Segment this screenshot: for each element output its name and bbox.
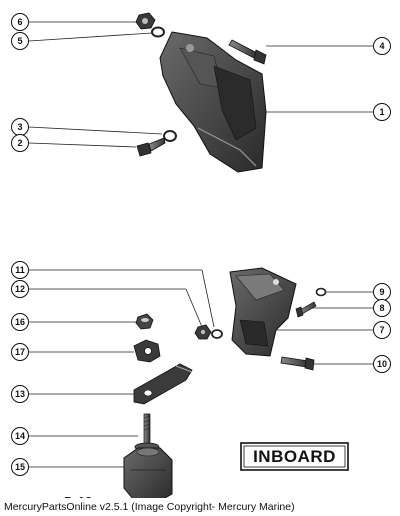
bolt-part-8 bbox=[295, 301, 317, 318]
callout-1-label: 1 bbox=[379, 107, 384, 117]
leader-lines-top bbox=[28, 21, 373, 148]
callout-group: 6 5 4 1 3 2 11 12 9 8 16 7 17 10 13 14 1… bbox=[11, 13, 391, 476]
mount-bracket-part-1 bbox=[159, 31, 267, 173]
callout-13-label: 13 bbox=[15, 389, 25, 399]
callout-6[interactable]: 6 bbox=[11, 13, 29, 31]
callout-12-label: 12 bbox=[15, 284, 25, 294]
callout-11[interactable]: 11 bbox=[11, 261, 29, 279]
washer-part-9 bbox=[315, 287, 327, 297]
washer-part-11 bbox=[211, 329, 223, 339]
callout-11-label: 11 bbox=[15, 265, 25, 275]
callout-5-label: 5 bbox=[17, 36, 22, 46]
nut-part-12 bbox=[194, 324, 212, 340]
callout-13[interactable]: 13 bbox=[11, 385, 29, 403]
link-part-13 bbox=[133, 363, 193, 405]
callout-4-label: 4 bbox=[379, 41, 384, 51]
callout-7[interactable]: 7 bbox=[373, 321, 391, 339]
washer-part-3 bbox=[163, 130, 177, 142]
callout-14-label: 14 bbox=[15, 431, 25, 441]
callout-8[interactable]: 8 bbox=[373, 299, 391, 317]
callout-3-label: 3 bbox=[17, 122, 22, 132]
bolt-part-10 bbox=[280, 356, 315, 371]
callout-7-label: 7 bbox=[379, 325, 384, 335]
callout-2-label: 2 bbox=[17, 138, 22, 148]
callout-10[interactable]: 10 bbox=[373, 355, 391, 373]
callout-1[interactable]: 1 bbox=[373, 103, 391, 121]
callout-4[interactable]: 4 bbox=[373, 37, 391, 55]
leader-lines-lower bbox=[29, 269, 373, 468]
callout-9-label: 9 bbox=[379, 287, 384, 297]
nut-part-6 bbox=[135, 12, 156, 30]
callout-8-label: 8 bbox=[379, 303, 384, 313]
callout-5[interactable]: 5 bbox=[11, 32, 29, 50]
nut-part-16 bbox=[135, 313, 154, 330]
washer-part-5 bbox=[151, 26, 165, 38]
footer-caption: MercuryPartsOnline v2.5.1 (Image Copyrig… bbox=[4, 501, 295, 513]
callout-17[interactable]: 17 bbox=[11, 343, 29, 361]
callout-10-label: 10 bbox=[377, 359, 387, 369]
callout-16[interactable]: 16 bbox=[11, 313, 29, 331]
callout-14[interactable]: 14 bbox=[11, 427, 29, 445]
bolt-part-4 bbox=[228, 39, 267, 65]
clamp-part-17 bbox=[133, 339, 161, 363]
rubber-mount-part-15 bbox=[123, 447, 173, 503]
callout-16-label: 16 bbox=[15, 317, 25, 327]
mount-bracket-part-7 bbox=[229, 267, 297, 357]
callout-3[interactable]: 3 bbox=[11, 118, 29, 136]
bolt-part-2 bbox=[136, 137, 166, 157]
badge-label: INBOARD bbox=[253, 447, 336, 466]
inboard-badge: INBOARD bbox=[240, 442, 349, 471]
stud-part-14 bbox=[134, 413, 160, 452]
callout-9[interactable]: 9 bbox=[373, 283, 391, 301]
callout-6-label: 6 bbox=[17, 17, 22, 27]
callout-2[interactable]: 2 bbox=[11, 134, 29, 152]
callout-17-label: 17 bbox=[15, 347, 25, 357]
callout-12[interactable]: 12 bbox=[11, 280, 29, 298]
callout-15-label: 15 bbox=[15, 462, 25, 472]
footer-band bbox=[0, 498, 400, 516]
callout-15[interactable]: 15 bbox=[11, 458, 29, 476]
